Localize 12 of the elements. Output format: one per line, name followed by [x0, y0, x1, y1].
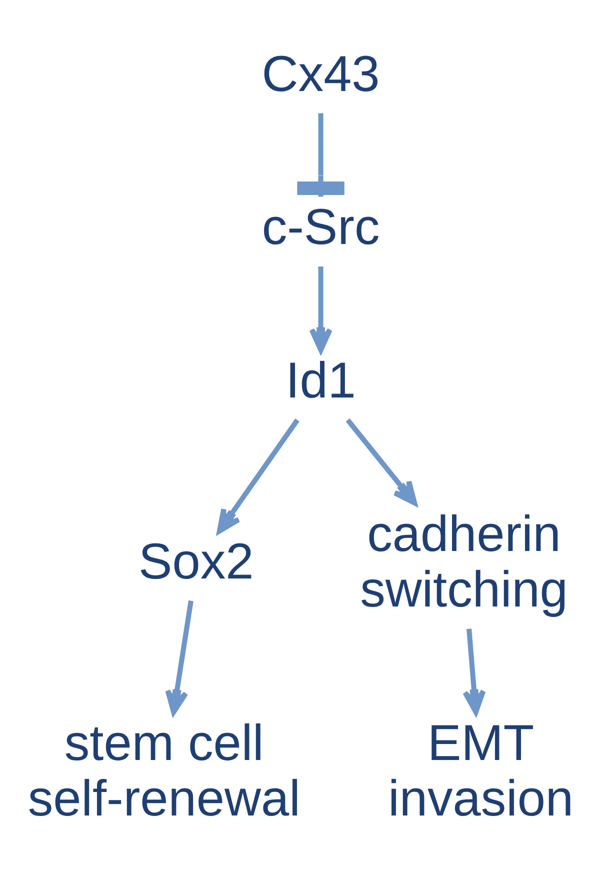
- arrow: [309, 266, 332, 353]
- node-text: Sox2: [138, 532, 254, 590]
- node-text: EMT invasion: [388, 714, 574, 826]
- arrow: [216, 418, 300, 534]
- arrow: [462, 628, 486, 715]
- node-text: Cx43: [262, 44, 380, 102]
- node-text: stem cell self-renewal: [28, 714, 300, 826]
- node-text: c-Src: [262, 198, 380, 256]
- node-text: cadherin switching: [360, 504, 568, 618]
- connector: [297, 113, 344, 197]
- arrow: [346, 418, 418, 506]
- node-text: Id1: [286, 352, 356, 409]
